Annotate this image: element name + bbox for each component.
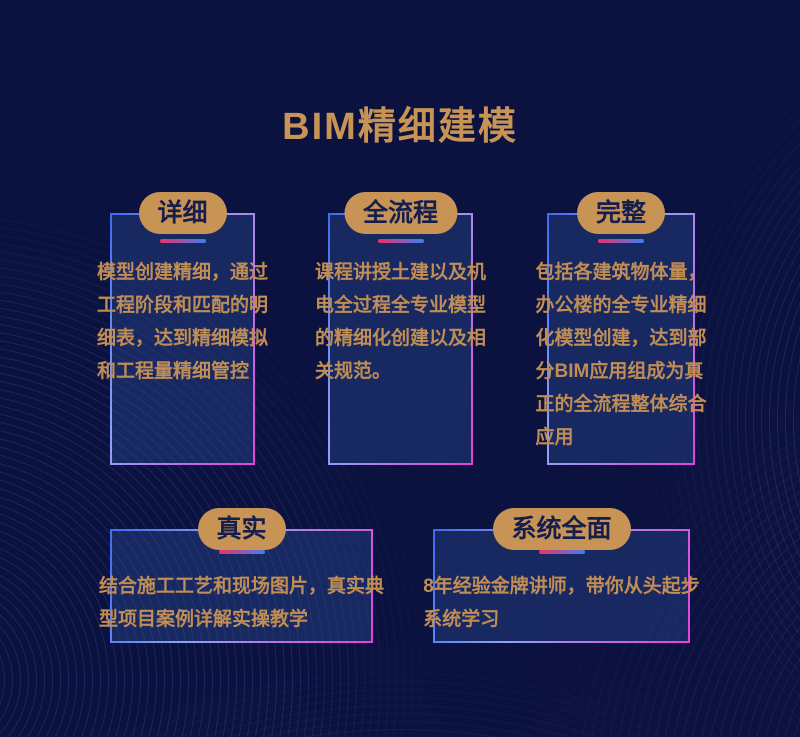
accent-dash bbox=[377, 239, 424, 243]
feature-card-real: 真实 结合施工工艺和现场图片，真实典 型项目案例详解实操教学 bbox=[99, 508, 384, 643]
card-border-box bbox=[547, 213, 695, 465]
card-body-text: 结合施工工艺和现场图片，真实典 型项目案例详解实操教学 bbox=[98, 576, 385, 630]
accent-dash bbox=[598, 239, 644, 243]
card-border-box bbox=[328, 213, 473, 465]
accent-dash bbox=[538, 550, 585, 554]
accent-dash bbox=[159, 239, 206, 243]
card-body-text: 包括各建筑物体量， 办公楼的全专业精细 化模型创建，达到部 分BIM应用组成为真… bbox=[535, 262, 707, 448]
card-body-text: 课程讲授土建以及机 电全过程全专业模型 的精细化创建以及相 关规范。 bbox=[314, 262, 487, 382]
accent-dash bbox=[218, 550, 265, 554]
card-badge: 详细 bbox=[138, 192, 227, 234]
card-badge: 系统全面 bbox=[492, 508, 631, 550]
feature-card-full-process: 全流程 课程讲授土建以及机 电全过程全专业模型 的精细化创建以及相 关规范。 bbox=[315, 192, 486, 465]
card-body-text: 模型创建精细，通过 工程阶段和匹配的明 细表，达到精细模拟 和工程量精细管控 bbox=[96, 262, 269, 382]
card-badge: 全流程 bbox=[343, 192, 458, 234]
page-title: BIM精细建模 bbox=[282, 106, 518, 149]
card-body-text: 8年经验金牌讲师，带你从头起步 系统学习 bbox=[423, 576, 700, 630]
feature-card-detailed: 详细 模型创建精细，通过 工程阶段和匹配的明 细表，达到精细模拟 和工程量精细管… bbox=[97, 192, 268, 465]
card-border-box bbox=[110, 213, 255, 465]
feature-card-systematic: 系统全面 8年经验金牌讲师，带你从头起步 系统学习 bbox=[423, 508, 700, 643]
wave-texture-bottom-center bbox=[0, 638, 800, 737]
feature-card-complete: 完整 包括各建筑物体量， 办公楼的全专业精细 化模型创建，达到部 分BIM应用组… bbox=[535, 192, 707, 465]
card-badge: 真实 bbox=[197, 508, 286, 550]
card-badge: 完整 bbox=[576, 192, 666, 234]
